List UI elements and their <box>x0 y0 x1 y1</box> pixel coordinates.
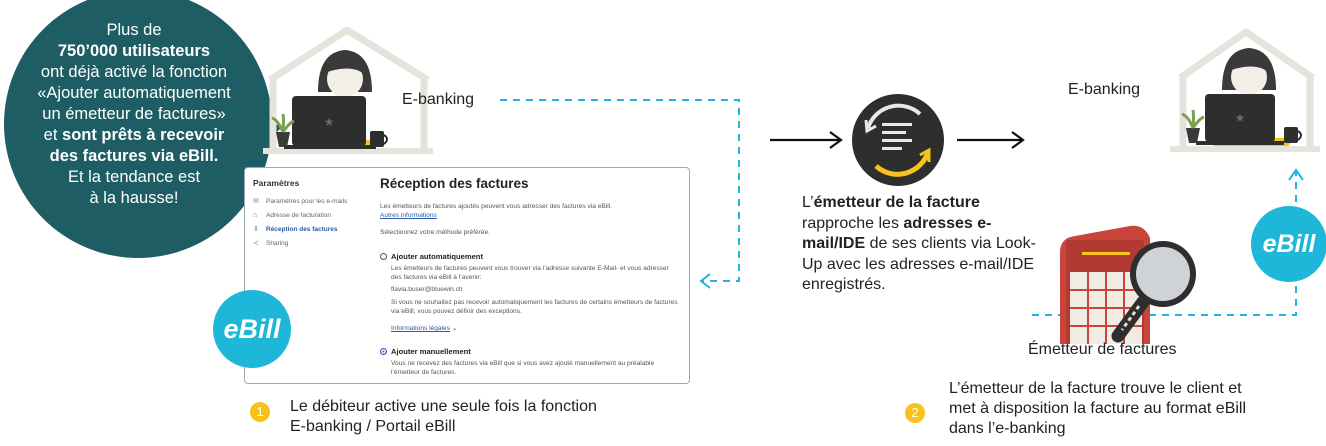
lookup-process-icon <box>852 94 944 186</box>
bubble-line: Et la tendance est <box>67 168 201 186</box>
right-house-icon <box>1170 28 1320 152</box>
sidebar-item-sharing[interactable]: ≺ Sharing <box>253 240 288 247</box>
legal-info-row[interactable]: Informations légales ⌄ <box>391 325 689 334</box>
sidebar-item-label: Sharing <box>266 240 289 247</box>
settings-sidebar-title: Paramètres <box>253 178 300 188</box>
bubble-bold: des factures via eBill. <box>49 147 219 165</box>
legal-info-link[interactable]: Informations légales <box>391 325 451 332</box>
svg-text:★: ★ <box>324 115 335 129</box>
step-1-line: E-banking / Portail eBill <box>290 418 456 435</box>
bubble-line: à la hausse! <box>89 189 179 207</box>
step-1-badge: 1 <box>250 402 270 422</box>
bill-issuer-icon <box>1060 225 1196 344</box>
right-person-icon: ★ <box>1181 48 1302 146</box>
sidebar-item-label: Adresse de facturation <box>266 212 332 219</box>
bubble-text: Plus de 750’000 utilisateurs ont déjà ac… <box>6 20 262 209</box>
ebill-badge-right: eBill <box>1251 206 1326 282</box>
chevron-down-icon: ⌄ <box>451 325 458 332</box>
lookup-text-part: de ses clients via Look-Up avec les adre… <box>802 235 1036 293</box>
lookup-text-bold: adresses e-mail/IDE <box>802 214 992 253</box>
bubble-line: «Ajouter automatiquement <box>37 84 231 102</box>
option-automatic-text: Les émetteurs de factures peuvent vous t… <box>391 265 669 281</box>
sidebar-item-label: Paramètres pour les e-mails <box>266 198 348 205</box>
email-address: flavia.buser@bluewin.ch <box>391 286 463 293</box>
step-2-line: met à disposition la facture au format e… <box>949 400 1247 417</box>
left-dashed-connector <box>500 99 740 282</box>
option-automatic[interactable]: Ajouter automatiquement <box>380 252 483 261</box>
step-2-line: dans l’e-banking <box>949 420 1066 437</box>
settings-panel-screenshot: Paramètres ✉ Paramètres pour les e-mails… <box>244 167 690 384</box>
bubble-bold: 750’000 utilisateurs <box>57 42 211 60</box>
option-manual-label: Ajouter manuellement <box>391 347 471 356</box>
sidebar-item-label: Réception des factures <box>266 226 338 233</box>
ebill-badge-left: eBill <box>213 290 291 368</box>
flow-arrows <box>770 131 1025 149</box>
step-1-description: Le débiteur active une seule fois la fon… <box>290 397 597 437</box>
issuer-label: Émetteur de factures <box>1028 341 1177 358</box>
inbox-icon: ⇩ <box>253 226 259 233</box>
bubble-line-mixed: et sont prêts à recevoir <box>6 125 262 146</box>
bubble-line: Plus de <box>106 21 162 39</box>
option-manual[interactable]: Ajouter manuellement <box>380 347 471 356</box>
bubble-text-part: et <box>43 126 63 144</box>
panel-intro-text: Les émetteurs de factures ajoutés peuven… <box>380 203 613 210</box>
more-info-link[interactable]: Autres informations <box>380 211 437 219</box>
option-manual-text: Vous ne recevez des factures via eBill q… <box>391 360 655 376</box>
sidebar-item-invoice-reception[interactable]: ⇩ Réception des factures <box>253 226 338 233</box>
lookup-text-bold: émetteur de la facture <box>813 194 980 211</box>
svg-text:★: ★ <box>1235 111 1246 125</box>
bubble-line-bold: 750’000 utilisateurs <box>6 41 262 62</box>
step-2-description: L’émetteur de la facture trouve le clien… <box>949 379 1246 439</box>
home-icon: ⌂ <box>253 212 258 219</box>
radio-manual[interactable] <box>380 348 387 355</box>
mail-icon: ✉ <box>253 198 259 205</box>
sidebar-item-emails[interactable]: ✉ Paramètres pour les e-mails <box>253 198 347 205</box>
right-dashed-connector <box>1032 172 1297 316</box>
panel-title: Réception des factures <box>380 176 529 191</box>
step-2-badge: 2 <box>905 403 925 423</box>
lookup-text-part: rapproche les <box>802 214 904 232</box>
panel-intro: Les émetteurs de factures ajoutés peuven… <box>380 203 680 220</box>
option-automatic-text2: Si vous ne souhaitez pas recevoir automa… <box>391 299 678 315</box>
left-ebanking-label: E-banking <box>402 91 475 108</box>
bubble-line-bold: des factures via eBill. <box>6 146 262 167</box>
bubble-line: un émetteur de factures» <box>42 105 226 123</box>
share-icon: ≺ <box>253 240 259 247</box>
lookup-text-part: L’ <box>802 194 814 211</box>
panel-choose-text: Sélectionnez votre méthode préférée. <box>380 229 490 236</box>
step-1-line: Le débiteur active une seule fois la fon… <box>290 398 597 415</box>
lookup-description: L’émetteur de la facture rapproche les a… <box>802 193 1042 296</box>
right-ebanking-label: E-banking <box>1068 81 1141 98</box>
sidebar-item-billing-address[interactable]: ⌂ Adresse de facturation <box>253 212 331 219</box>
step-2-line: L’émetteur de la facture trouve le clien… <box>949 380 1242 397</box>
left-person-icon: ★ <box>271 50 388 149</box>
bubble-line: ont déjà activé la fonction <box>40 63 228 81</box>
left-house-icon <box>263 26 433 154</box>
option-automatic-label: Ajouter automatiquement <box>391 252 483 261</box>
radio-automatic[interactable] <box>380 253 387 260</box>
bubble-bold: sont prêts à recevoir <box>62 126 225 144</box>
